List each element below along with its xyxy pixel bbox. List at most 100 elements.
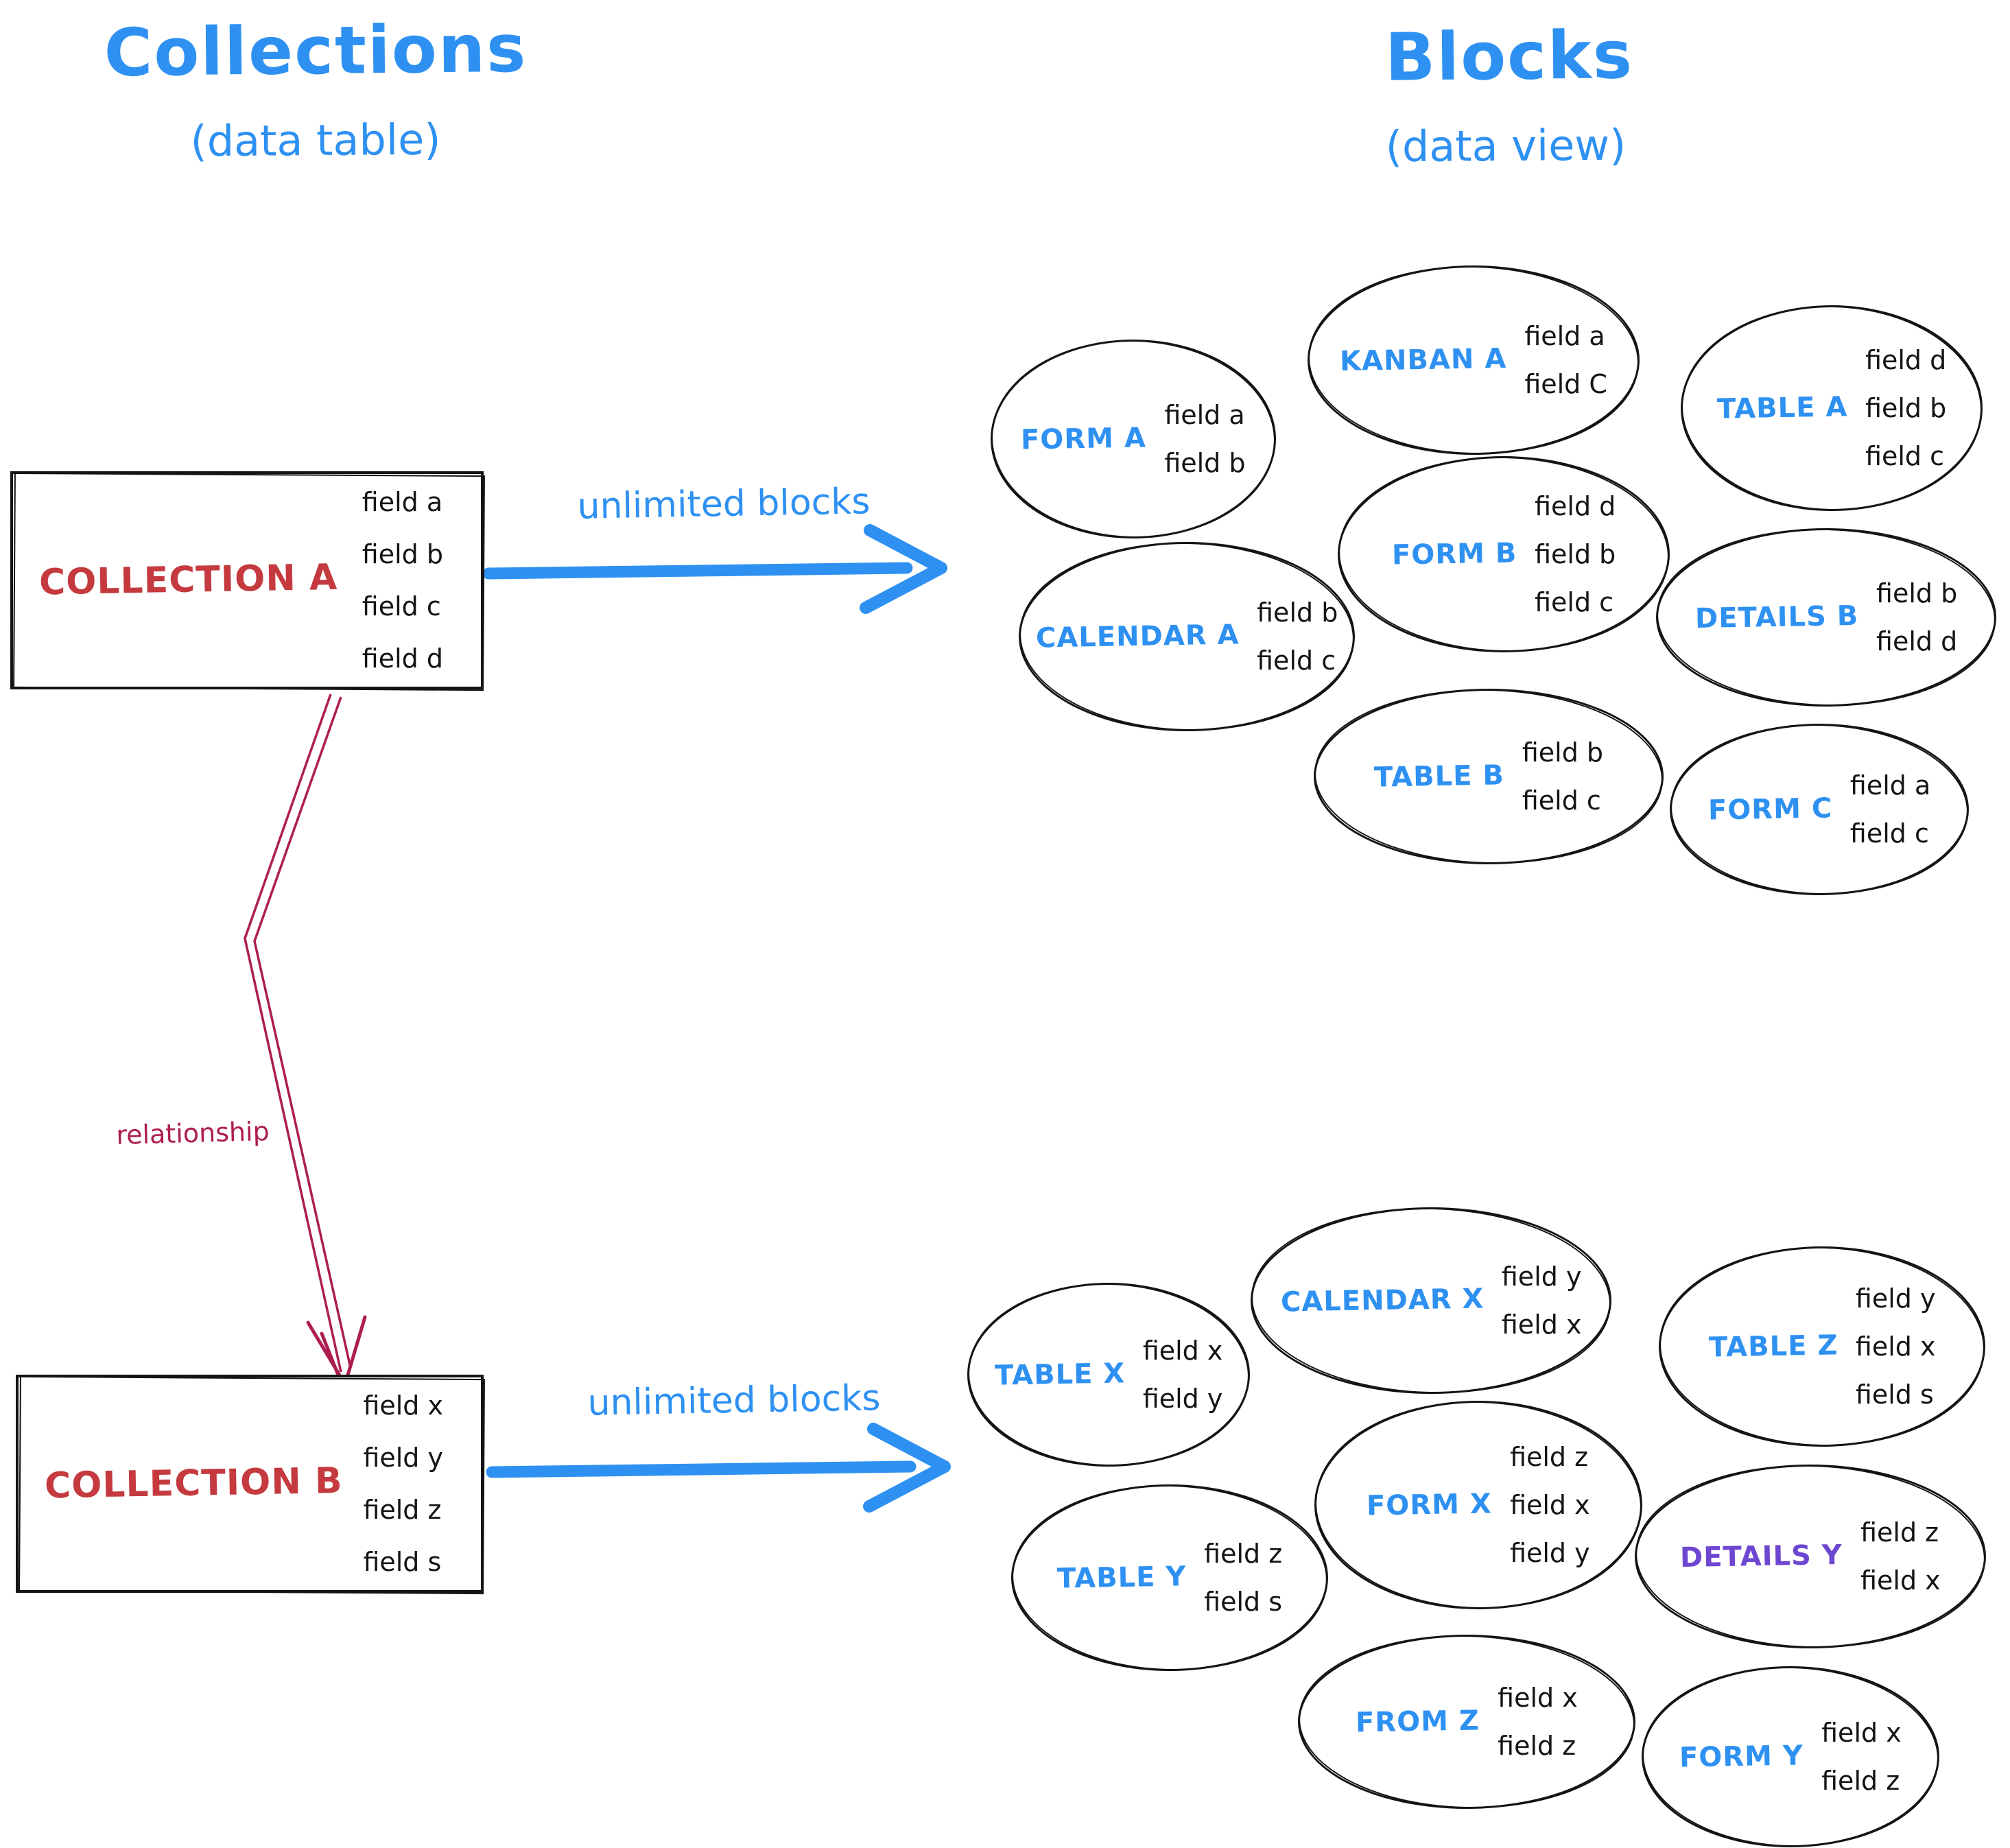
field: field d xyxy=(362,643,443,674)
field: field c xyxy=(1257,645,1336,676)
collection-a-fields: field a field b field c field d xyxy=(362,487,481,674)
block-fields: field x field z xyxy=(1498,1683,1578,1761)
field: field y xyxy=(1510,1538,1590,1568)
field: field y xyxy=(1855,1283,1936,1314)
block-kanban-a: KANBAN A field a field C xyxy=(1308,265,1640,455)
block-details-y: DETAILS Y field z field x xyxy=(1635,1465,1986,1648)
block-label: FORM A xyxy=(1021,422,1147,456)
unlimited-blocks-label-top: unlimited blocks xyxy=(577,481,871,528)
block-fields: field z field x xyxy=(1860,1517,1941,1596)
field: field s xyxy=(1204,1587,1283,1617)
block-calendar-a: CALENDAR A field b field c xyxy=(1019,542,1355,731)
block-label: TABLE Y xyxy=(1056,1561,1187,1595)
collection-a-box: COLLECTION A field a field b field c fie… xyxy=(10,471,484,689)
collections-subtitle: (data table) xyxy=(190,114,441,167)
block-table-z: TABLE Z field y field x field s xyxy=(1659,1246,1985,1447)
block-label: CALENDAR A xyxy=(1035,619,1240,654)
block-label: CALENDAR X xyxy=(1280,1283,1485,1318)
field: field y xyxy=(1501,1261,1582,1292)
field: field a xyxy=(1164,400,1245,430)
block-fields: field b field c xyxy=(1257,597,1338,676)
collections-title: Collections xyxy=(104,10,528,92)
field: field z xyxy=(1510,1442,1589,1472)
field: field s xyxy=(363,1547,442,1577)
block-fields: field x field z xyxy=(1821,1718,1902,1796)
field: field d xyxy=(1865,345,1947,375)
field: field d xyxy=(1535,491,1616,521)
field: field c xyxy=(362,591,441,621)
block-form-y: FORM Y field x field z xyxy=(1642,1666,1939,1847)
unlimited-blocks-arrow-bottom xyxy=(486,1423,951,1513)
field: field b xyxy=(362,539,443,569)
field: field s xyxy=(1855,1379,1934,1410)
field: field c xyxy=(1522,785,1601,816)
collection-b-name: COLLECTION B xyxy=(44,1460,344,1507)
block-fields: field a field b xyxy=(1164,400,1245,478)
field: field c xyxy=(1535,587,1614,617)
field: field b xyxy=(1865,393,1947,423)
block-label: FORM X xyxy=(1366,1488,1493,1522)
field: field a xyxy=(362,487,443,517)
field: field c xyxy=(1849,818,1929,849)
field: field a xyxy=(1849,770,1931,801)
unlimited-blocks-arrow-top xyxy=(482,524,947,614)
relationship-label: relationship xyxy=(115,1116,270,1150)
block-table-x: TABLE X field x field y xyxy=(967,1283,1250,1467)
block-label: FORM C xyxy=(1707,792,1833,827)
block-form-c: FORM C field a field c xyxy=(1670,724,1969,895)
field: field x xyxy=(1501,1310,1582,1340)
block-label: KANBAN A xyxy=(1339,342,1507,378)
block-table-a: TABLE A field d field b field c xyxy=(1681,305,1983,511)
field: field y xyxy=(1142,1384,1223,1414)
block-details-b: DETAILS B field b field d xyxy=(1656,528,1996,707)
block-label: FROM Z xyxy=(1355,1705,1480,1739)
field: field z xyxy=(1498,1731,1576,1761)
block-form-a: FORM A field a field b xyxy=(991,340,1276,538)
block-label: FORM B xyxy=(1391,537,1517,571)
field: field b xyxy=(1257,597,1338,628)
field: field x xyxy=(1142,1336,1223,1366)
block-label: DETAILS Y xyxy=(1679,1539,1843,1574)
block-fields: field b field d xyxy=(1876,578,1957,656)
block-fields: field z field x field y xyxy=(1510,1442,1590,1568)
field: field a xyxy=(1524,321,1605,351)
block-label: DETAILS B xyxy=(1694,600,1859,635)
block-table-b: TABLE B field b field c xyxy=(1314,689,1664,864)
blocks-title: Blocks xyxy=(1384,16,1634,96)
field: field b xyxy=(1535,539,1616,569)
field: field C xyxy=(1524,369,1607,399)
field: field b xyxy=(1522,737,1604,768)
field: field z xyxy=(1860,1517,1939,1548)
unlimited-blocks-label-bottom: unlimited blocks xyxy=(587,1377,881,1424)
block-label: TABLE X xyxy=(994,1358,1126,1392)
collection-b-box: COLLECTION B field x field y field z fie… xyxy=(16,1375,484,1593)
block-fields: field a field c xyxy=(1850,770,1930,849)
block-fields: field z field s xyxy=(1204,1539,1282,1617)
block-label: TABLE B xyxy=(1373,759,1505,794)
blocks-subtitle: (data view) xyxy=(1385,119,1627,172)
block-fields: field d field b field c xyxy=(1865,345,1946,471)
relationship-connector xyxy=(244,694,367,1395)
block-fields: field a field C xyxy=(1524,321,1607,399)
field: field b xyxy=(1164,448,1246,478)
field: field z xyxy=(1204,1539,1283,1569)
block-label: TABLE Z xyxy=(1708,1329,1838,1364)
block-form-x: FORM X field z field x field y xyxy=(1314,1401,1642,1609)
block-from-z: FROM Z field x field z xyxy=(1298,1635,1635,1809)
field: field b xyxy=(1876,578,1958,608)
field: field x xyxy=(1855,1331,1936,1362)
collection-a-name: COLLECTION A xyxy=(38,556,338,604)
field: field z xyxy=(1821,1766,1900,1796)
collection-b-fields: field x field y field z field s xyxy=(363,1390,481,1577)
field: field c xyxy=(1865,441,1945,471)
field: field x xyxy=(1498,1683,1578,1713)
field: field x xyxy=(1860,1565,1941,1596)
field: field z xyxy=(363,1495,442,1525)
field: field x xyxy=(1510,1490,1590,1520)
block-fields: field y field x field s xyxy=(1856,1283,1936,1410)
block-label: TABLE A xyxy=(1716,391,1848,425)
block-fields: field x field y xyxy=(1143,1336,1223,1414)
field: field x xyxy=(363,1390,443,1421)
